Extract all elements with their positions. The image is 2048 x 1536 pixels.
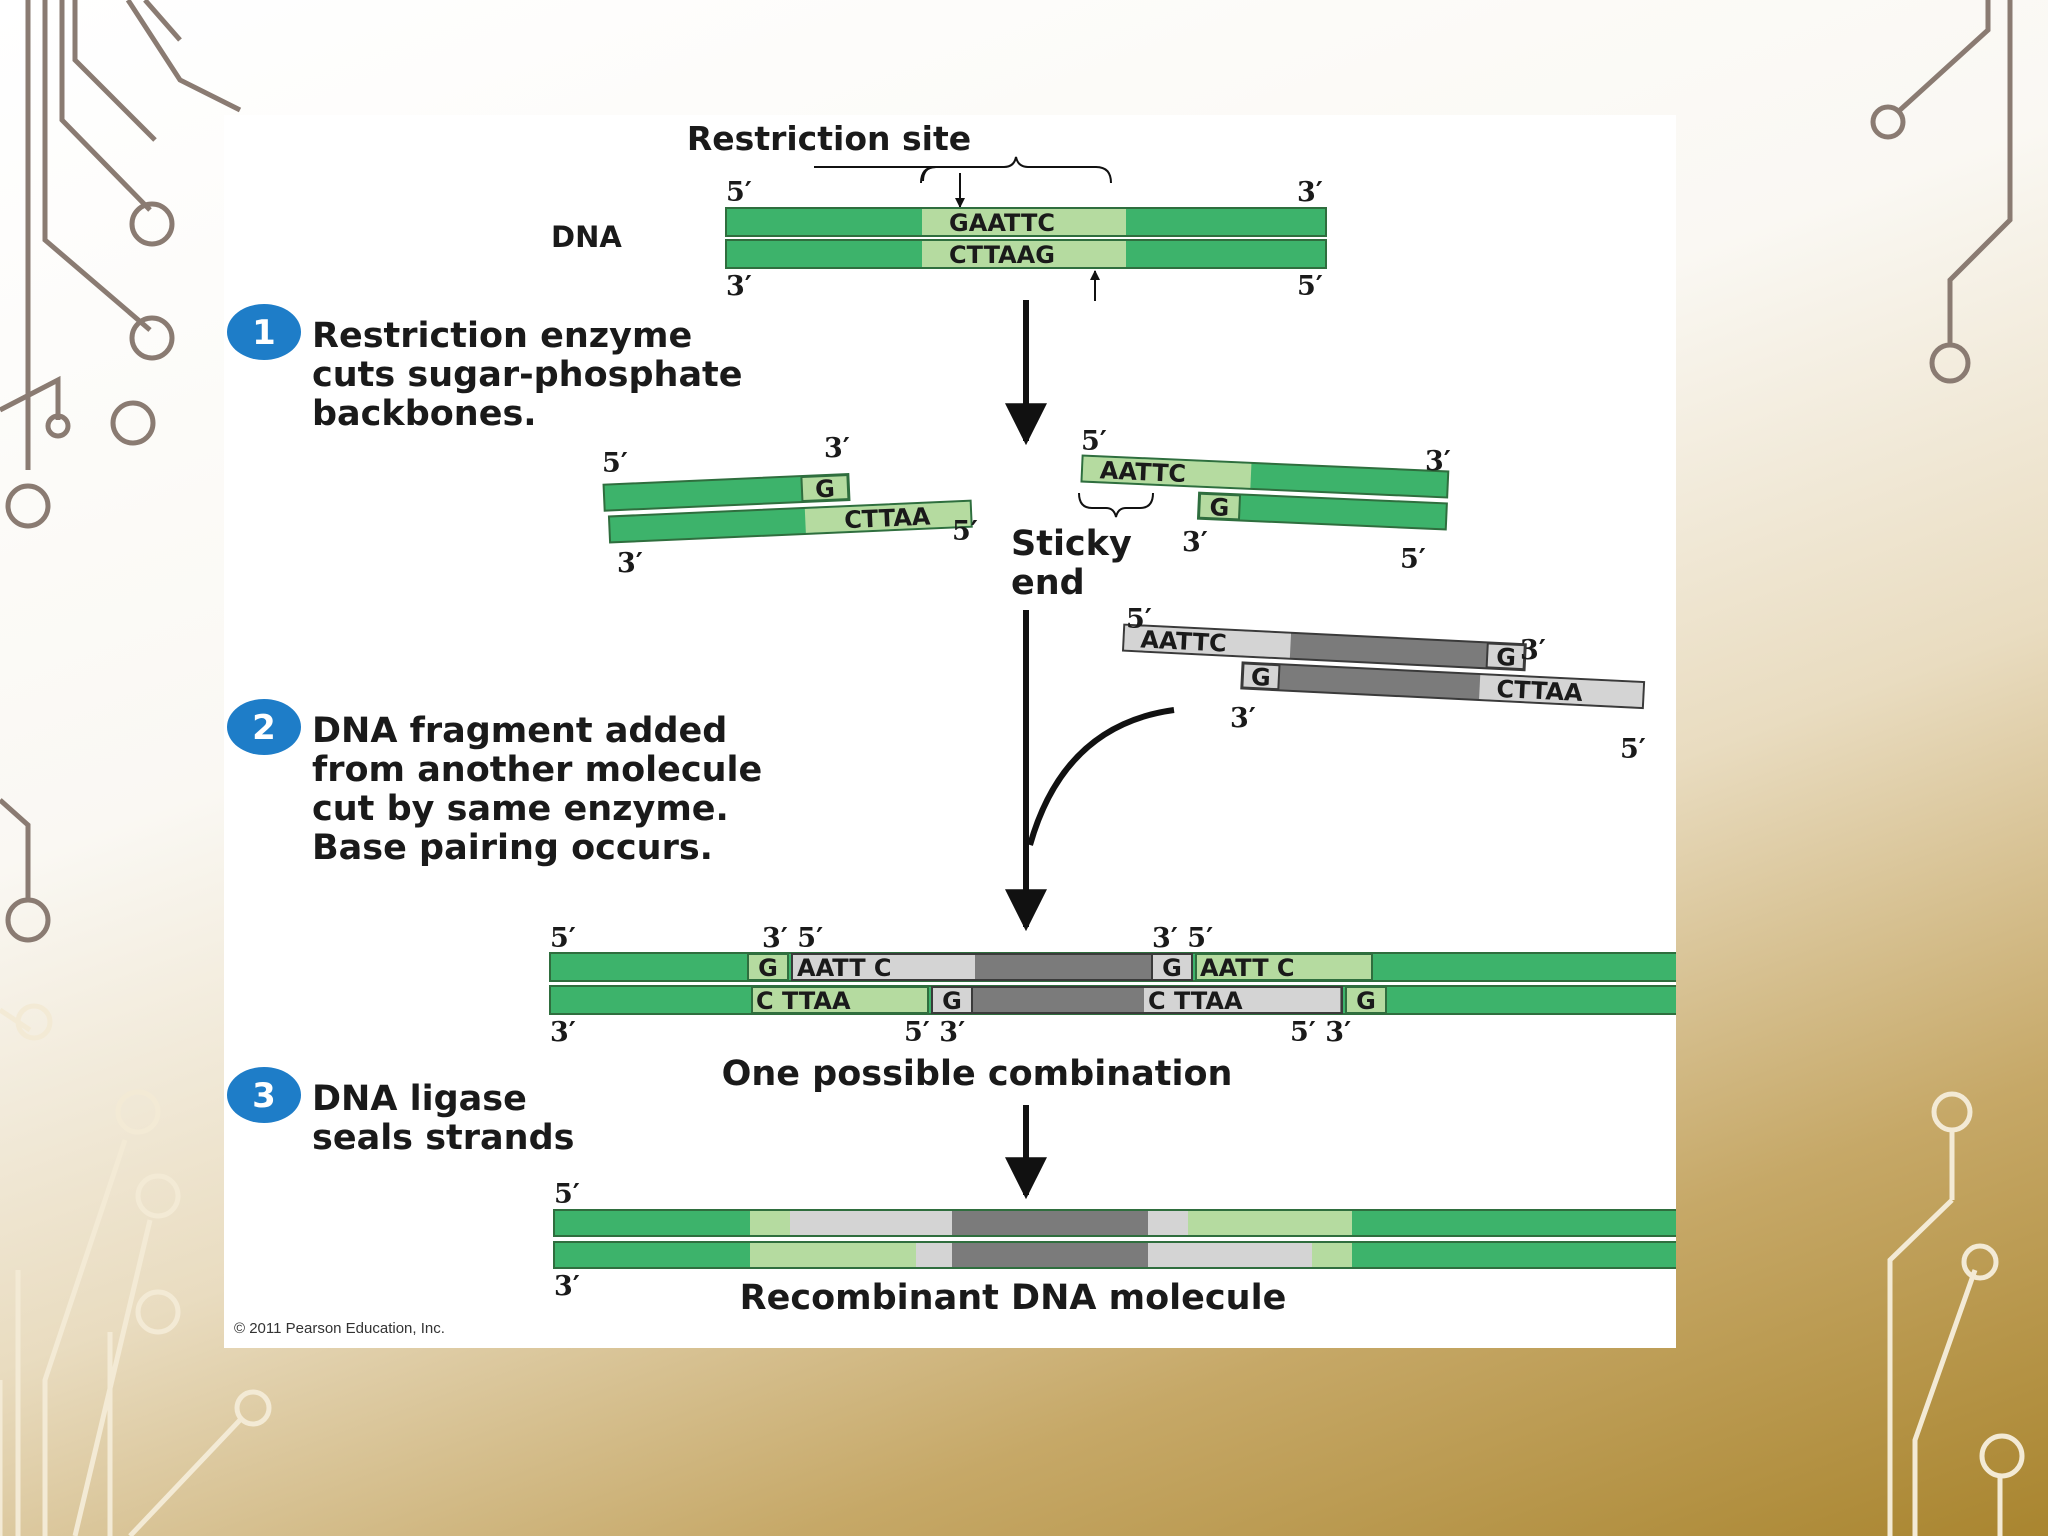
foreign-g-bottom: G bbox=[1250, 663, 1271, 692]
recomb-5-left: 5′ bbox=[554, 1179, 580, 1210]
recombinant-bottom-strand bbox=[553, 1241, 1676, 1269]
right-frag-3b: 3′ bbox=[1182, 527, 1208, 558]
sticky-end-line-2: end bbox=[1011, 563, 1085, 603]
left-frag-5b: 5′ bbox=[952, 516, 978, 547]
step-1-line-1: Restriction enzyme bbox=[312, 316, 692, 356]
right-fragment-aattc: AATTC bbox=[1099, 456, 1186, 488]
recombinant-top-strand bbox=[553, 1209, 1676, 1237]
combo-g-1: G bbox=[758, 954, 778, 982]
combo-aatt-c-1: AATT C bbox=[797, 954, 892, 982]
combo-3-5-b: 3′ 5′ bbox=[1152, 923, 1213, 954]
step-2-line-4: Base pairing occurs. bbox=[312, 828, 713, 868]
combo-5-left: 5′ bbox=[550, 923, 576, 954]
recomb-3-left: 3′ bbox=[554, 1271, 580, 1302]
left-fragment: G CTTAA bbox=[602, 472, 973, 544]
step-3-line-2: seals strands bbox=[312, 1118, 574, 1158]
svg-text:1: 1 bbox=[252, 313, 276, 353]
combo-5-3-a: 5′ 3′ bbox=[904, 1017, 965, 1048]
right-frag-5: 5′ bbox=[1081, 426, 1107, 457]
restriction-site-brace bbox=[920, 156, 1112, 184]
combo-c-ttaa-2: C TTAA bbox=[1148, 987, 1243, 1015]
foreign-aattc: AATTC bbox=[1140, 625, 1227, 657]
combo-g-4: G bbox=[1356, 987, 1376, 1015]
foreign-5b: 5′ bbox=[1620, 734, 1646, 765]
step-1-line-2: cuts sugar-phosphate bbox=[312, 355, 743, 395]
dna-label: DNA bbox=[551, 220, 622, 254]
combo-g-2: G bbox=[1162, 954, 1182, 982]
sticky-end-line-1: Sticky bbox=[1011, 524, 1132, 564]
combo-aatt-c-2: AATT C bbox=[1200, 954, 1295, 982]
foreign-cttaa: CTTAA bbox=[1496, 675, 1584, 707]
combo-3-5-a: 3′ 5′ bbox=[762, 923, 823, 954]
left-frag-3: 3′ bbox=[824, 433, 850, 464]
step-3-badge: 3 bbox=[227, 1067, 301, 1123]
foreign-g-top: G bbox=[1496, 643, 1517, 672]
combo-c-ttaa-1: C TTAA bbox=[756, 987, 851, 1015]
right-fragment: AATTC G bbox=[1080, 454, 1450, 531]
foreign-3b: 3′ bbox=[1230, 703, 1256, 734]
svg-text:3: 3 bbox=[252, 1076, 276, 1116]
combo-g-3: G bbox=[942, 987, 962, 1015]
right-frag-5b: 5′ bbox=[1400, 544, 1426, 575]
sticky-end-brace bbox=[1078, 492, 1154, 518]
foreign-3: 3′ bbox=[1520, 635, 1546, 666]
copyright-notice: © 2011 Pearson Education, Inc. bbox=[234, 1320, 445, 1337]
restriction-site-label: Restriction site bbox=[687, 119, 971, 158]
combination-top-strand bbox=[549, 952, 1676, 982]
step-3-line-1: DNA ligase bbox=[312, 1079, 527, 1119]
restriction-site-bracket bbox=[814, 166, 937, 182]
step-1-line-3: backbones. bbox=[312, 394, 537, 434]
combo-3-left: 3′ bbox=[550, 1017, 576, 1048]
dna-top-3-end: 3′ bbox=[1297, 177, 1323, 208]
dna-bottom-5-end: 5′ bbox=[1297, 271, 1323, 302]
dna-bottom-strand bbox=[725, 239, 1327, 269]
restriction-enzyme-diagram: Restriction site 5′ 3′ DNA GAATTC CTTAAG… bbox=[227, 119, 1676, 1337]
step-2-line-3: cut by same enzyme. bbox=[312, 789, 729, 829]
dna-top-5-end: 5′ bbox=[726, 177, 752, 208]
dna-bottom-3-end: 3′ bbox=[726, 271, 752, 302]
step-2-badge: 2 bbox=[227, 699, 301, 755]
left-fragment-cttaa: CTTAA bbox=[844, 502, 932, 534]
right-fragment-g: G bbox=[1209, 493, 1230, 522]
combination-bottom-strand bbox=[549, 985, 1676, 1015]
left-fragment-g: G bbox=[815, 475, 836, 504]
step-1-badge: 1 bbox=[227, 304, 301, 360]
step-2-line-2: from another molecule bbox=[312, 750, 762, 790]
seq-bottom: CTTAAG bbox=[949, 241, 1055, 269]
seq-top: GAATTC bbox=[949, 209, 1055, 237]
combo-5-3-b: 5′ 3′ bbox=[1290, 1017, 1351, 1048]
dna-top-strand bbox=[725, 207, 1327, 237]
diagram-panel: Restriction site 5′ 3′ DNA GAATTC CTTAAG… bbox=[224, 115, 1676, 1348]
svg-text:2: 2 bbox=[252, 708, 276, 748]
right-frag-3: 3′ bbox=[1425, 446, 1451, 477]
combination-label: One possible combination bbox=[722, 1054, 1233, 1094]
foreign-5: 5′ bbox=[1126, 604, 1152, 635]
left-frag-3b: 3′ bbox=[617, 548, 643, 579]
fragment-join-arrow bbox=[1027, 707, 1175, 846]
recombinant-label: Recombinant DNA molecule bbox=[740, 1278, 1287, 1318]
left-frag-5: 5′ bbox=[602, 448, 628, 479]
foreign-fragment: AATTC G G CTTAA bbox=[1121, 623, 1646, 710]
step-2-line-1: DNA fragment added bbox=[312, 711, 727, 751]
